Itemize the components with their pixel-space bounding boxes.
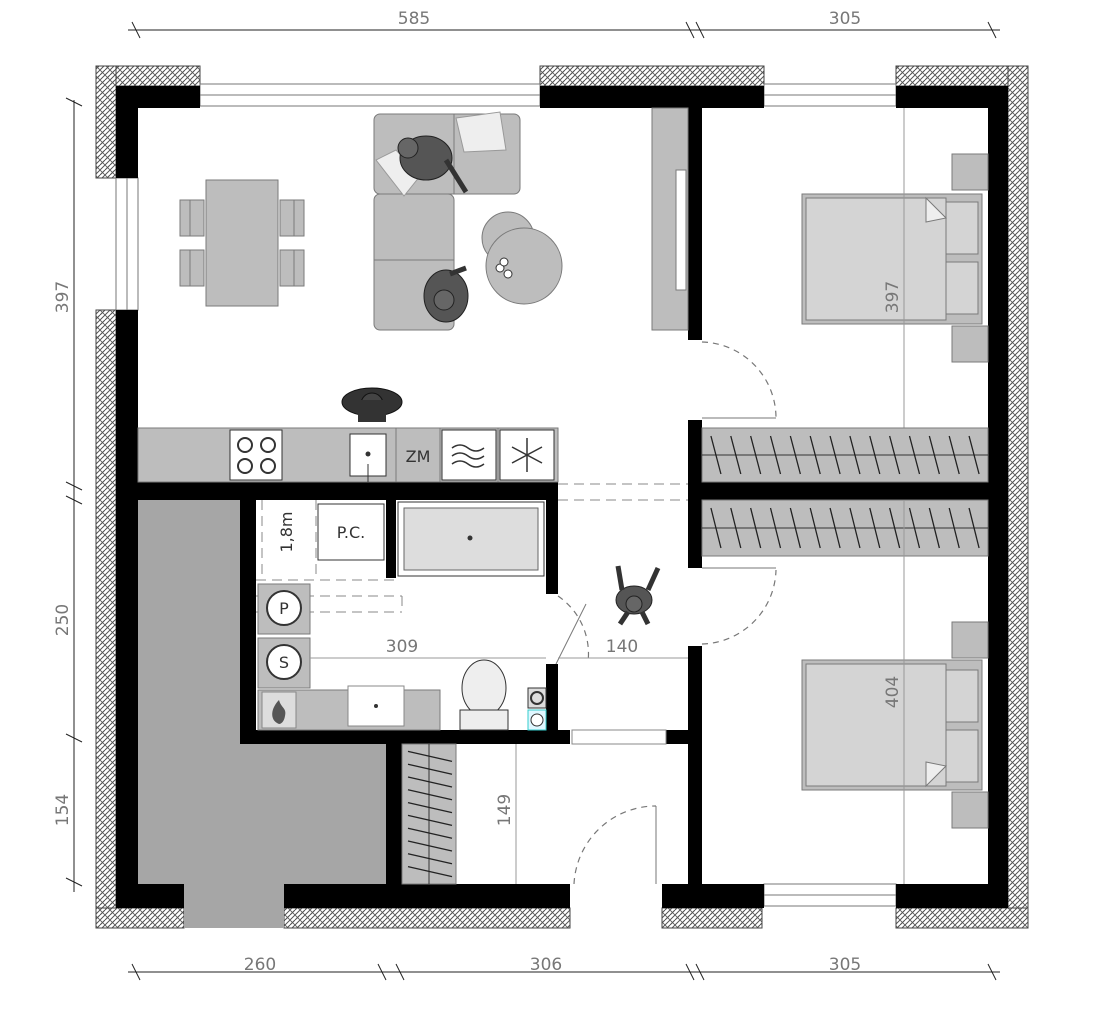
toilet-icon [459,659,509,731]
dim-bottom-left: 260 [244,955,276,975]
hanger-mark [407,750,453,763]
tv-cabinet [651,107,689,331]
dim-top-left: 585 [398,9,430,29]
entry-depth: 149 [495,794,515,826]
dryer-mark: S [279,653,289,672]
hanger-mark [407,776,453,788]
hanger-mark [750,435,762,475]
dim-top-right: 305 [829,9,861,29]
dim-left-top: 397 [53,281,73,313]
bathtub [397,501,545,577]
hanger-mark [407,789,453,801]
person-icon [341,387,403,422]
hanger-mark [889,435,901,475]
hanger-mark [948,507,960,549]
hanger-mark [829,507,841,549]
hanger-mark [769,435,782,475]
hanger-mark [928,435,940,475]
hanger-mark [407,853,453,865]
cooktop-icon [229,429,283,481]
person-icon [397,135,469,194]
entry-closet [401,743,457,885]
hall-width: 140 [606,637,638,657]
sink-icon [349,433,387,482]
hanger-mark [928,507,940,549]
hanger-mark [407,865,453,878]
hanger-mark [407,801,453,814]
wardrobe-upper [701,427,989,483]
hanger-mark [809,507,821,549]
windows [115,83,897,907]
bed-upper [801,153,989,363]
bidet-fixture [527,687,547,731]
hanger-mark [968,435,980,475]
hanger-mark [730,507,742,549]
bath-height-mark: 1,8m [277,511,296,552]
dim-bottom-middle: 306 [530,955,562,975]
bedroom-upper-width: 397 [883,281,903,313]
hanger-mark [407,763,453,775]
hanger-mark [789,507,801,549]
hall-lines [558,483,688,659]
doors [555,341,777,885]
hanger-mark [809,435,821,475]
hanger-mark [829,435,841,475]
wave-icon [441,429,497,481]
hanger-mark [908,435,921,475]
hanger-mark [889,507,901,549]
walls [116,86,1008,908]
hanger-mark [710,507,722,549]
hanger-mark [908,507,921,549]
hanger-mark [407,814,453,827]
hanger-mark [407,840,453,852]
hanger-mark [869,435,881,475]
hanger-mark [849,507,861,549]
dim-left-middle: 250 [53,604,73,636]
hanger-mark [750,507,762,549]
wardrobe-lower [701,499,989,557]
hanger-mark [789,435,801,475]
washer-mark: P [279,599,289,618]
dim-bottom-right: 305 [829,955,861,975]
hanger-mark [968,507,980,549]
coffee-table [481,211,563,305]
hanger-mark [407,827,453,839]
person-icon [615,565,661,626]
terrace-area [138,500,386,928]
hanger-mark [710,435,722,475]
hanger-mark [730,435,742,475]
bedroom-lower-width: 404 [883,676,903,708]
dryer [257,637,311,689]
person-icon [423,265,469,323]
hanger-mark [948,435,960,475]
dimension-lines [65,21,1000,981]
hanger-mark [849,435,861,475]
snowflake-icon [499,429,555,481]
freezer-label: ZM [406,447,431,466]
insulation-hatch [95,65,1029,929]
hanger-mark [769,507,782,549]
hanger-mark [869,507,881,549]
dim-left-bottom: 154 [53,794,73,826]
shower-tray-label: P.C. [337,523,366,542]
fire-icon [261,691,297,729]
dining-table [179,179,305,307]
bed-lower [801,621,989,829]
bathroom-width: 309 [386,637,418,657]
washer [257,583,311,635]
